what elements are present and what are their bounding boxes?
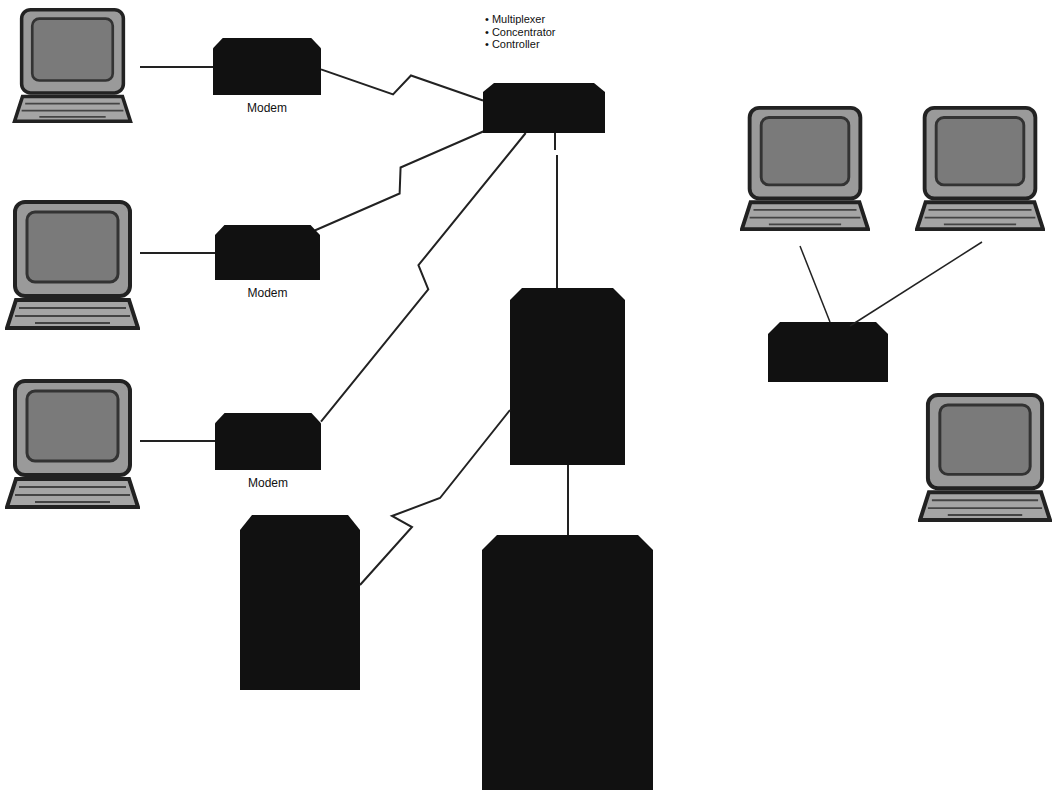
cable-line — [556, 155, 558, 288]
box-fill — [213, 38, 321, 95]
terminal-icon — [15, 10, 131, 121]
telecom-line — [321, 69, 483, 100]
terminal-icon — [920, 395, 1050, 520]
cable-line — [140, 440, 215, 442]
box-fill — [215, 413, 321, 470]
device-label: Modem — [247, 287, 287, 301]
modem-box: Modem — [215, 225, 320, 280]
label-group: Modem — [247, 287, 287, 301]
terminal-icon — [742, 108, 868, 229]
telecom-line — [360, 410, 510, 585]
terminal-icon — [917, 108, 1043, 229]
modem-box: Modem — [215, 413, 321, 470]
label-group: Modem — [247, 102, 287, 116]
multiplexer-box: • Multiplexer• Concentrator• Controller — [483, 83, 605, 133]
cable-line — [140, 252, 215, 254]
device-label: Modem — [247, 102, 287, 116]
label-group: • Multiplexer• Concentrator• Controller — [485, 13, 556, 51]
terminal-icon — [7, 202, 138, 328]
front-end-processor — [510, 288, 625, 465]
modem-box: Modem — [213, 38, 321, 95]
device-list-item: • Multiplexer — [485, 13, 556, 26]
box-outline — [483, 83, 605, 133]
label-group: Modem — [248, 477, 288, 491]
cluster-controller — [768, 322, 888, 382]
cable-line — [800, 246, 830, 322]
device-list-item: • Concentrator — [485, 26, 556, 39]
box-fill — [483, 83, 605, 133]
mainframe-host — [482, 535, 653, 790]
box-outline — [215, 225, 320, 280]
cable-line — [554, 133, 556, 150]
box-outline — [215, 413, 321, 470]
device-label: Modem — [248, 477, 288, 491]
terminal-icon — [7, 381, 138, 507]
box-fill — [215, 225, 320, 280]
cable-line — [567, 465, 569, 535]
device-list-item: • Controller — [485, 38, 556, 51]
cable-line — [140, 66, 213, 68]
telecom-line — [321, 133, 526, 422]
cable-line — [850, 242, 982, 326]
remote-host — [240, 515, 360, 690]
box-outline — [213, 38, 321, 95]
